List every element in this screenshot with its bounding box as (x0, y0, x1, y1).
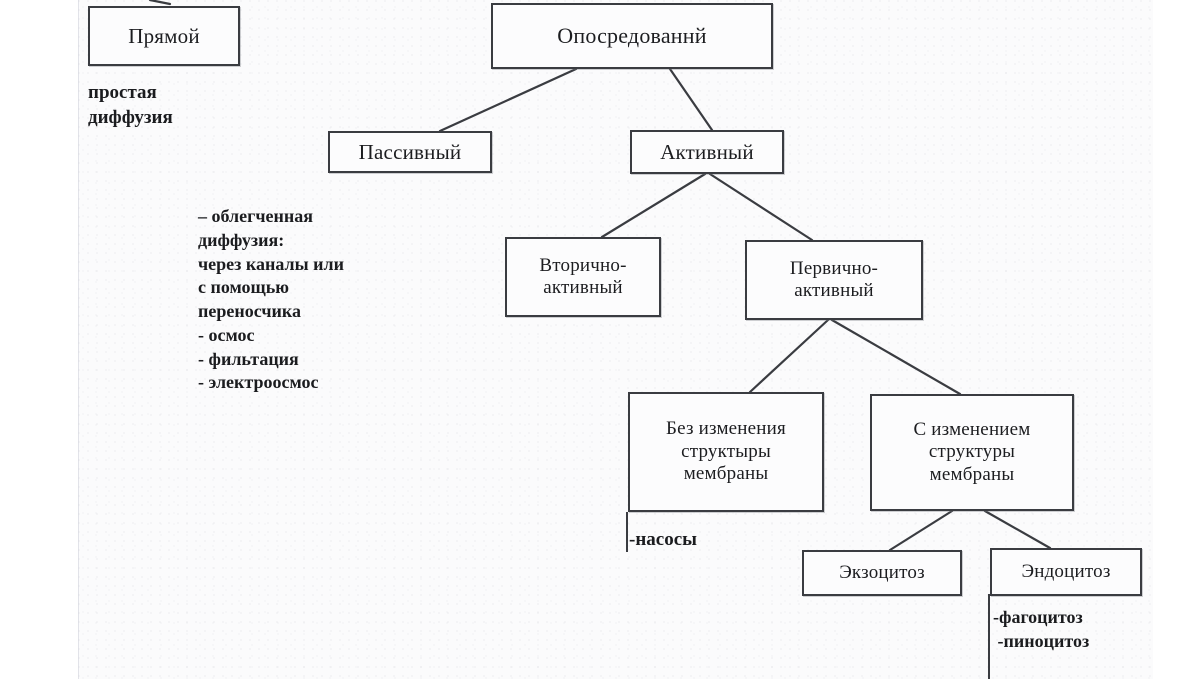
node-with-membrane-change-label: С изменением структуры мембраны (913, 418, 1031, 485)
node-direct[interactable]: Прямой (88, 6, 240, 66)
node-secondary-active-label: Вторично- активный (539, 254, 627, 298)
node-active[interactable]: Активный (630, 130, 784, 174)
node-secondary-active[interactable]: Вторично- активный (505, 237, 661, 317)
node-mediated[interactable]: Опосредованнй (491, 3, 773, 69)
node-primary-active-label: Первично- активный (789, 257, 879, 301)
node-no-membrane-change[interactable]: Без изменения структыры мембраны (628, 392, 824, 512)
node-passive-label: Пассивный (358, 139, 462, 164)
node-endocytosis-label: Эндоцитоз (1021, 560, 1111, 582)
paper-left-edge (78, 0, 79, 679)
node-no-membrane-change-label: Без изменения структыры мембраны (666, 418, 786, 485)
annotation-facilitated-diffusion: – облегченная диффузия: через каналы или… (198, 206, 344, 393)
annotation-endocytosis-types: -фагоцитоз -пиноцитоз (993, 607, 1090, 651)
pumps-connector-line (626, 512, 628, 552)
node-passive[interactable]: Пассивный (328, 131, 492, 173)
annotation-pumps: -насосы (629, 529, 697, 550)
node-active-label: Активный (660, 139, 754, 164)
annotation-simple-diffusion: простая диффузия (88, 82, 173, 129)
node-endocytosis[interactable]: Эндоцитоз (990, 548, 1142, 596)
node-exocytosis[interactable]: Экзоцитоз (802, 550, 962, 596)
node-with-membrane-change[interactable]: С изменением структуры мембраны (870, 394, 1074, 511)
paper-background (78, 0, 1153, 679)
node-exocytosis-label: Экзоцитоз (839, 561, 925, 583)
node-primary-active[interactable]: Первично- активный (745, 240, 923, 320)
endocytosis-connector-line (988, 594, 990, 679)
node-mediated-label: Опосредованнй (557, 23, 707, 49)
node-direct-label: Прямой (128, 23, 200, 48)
